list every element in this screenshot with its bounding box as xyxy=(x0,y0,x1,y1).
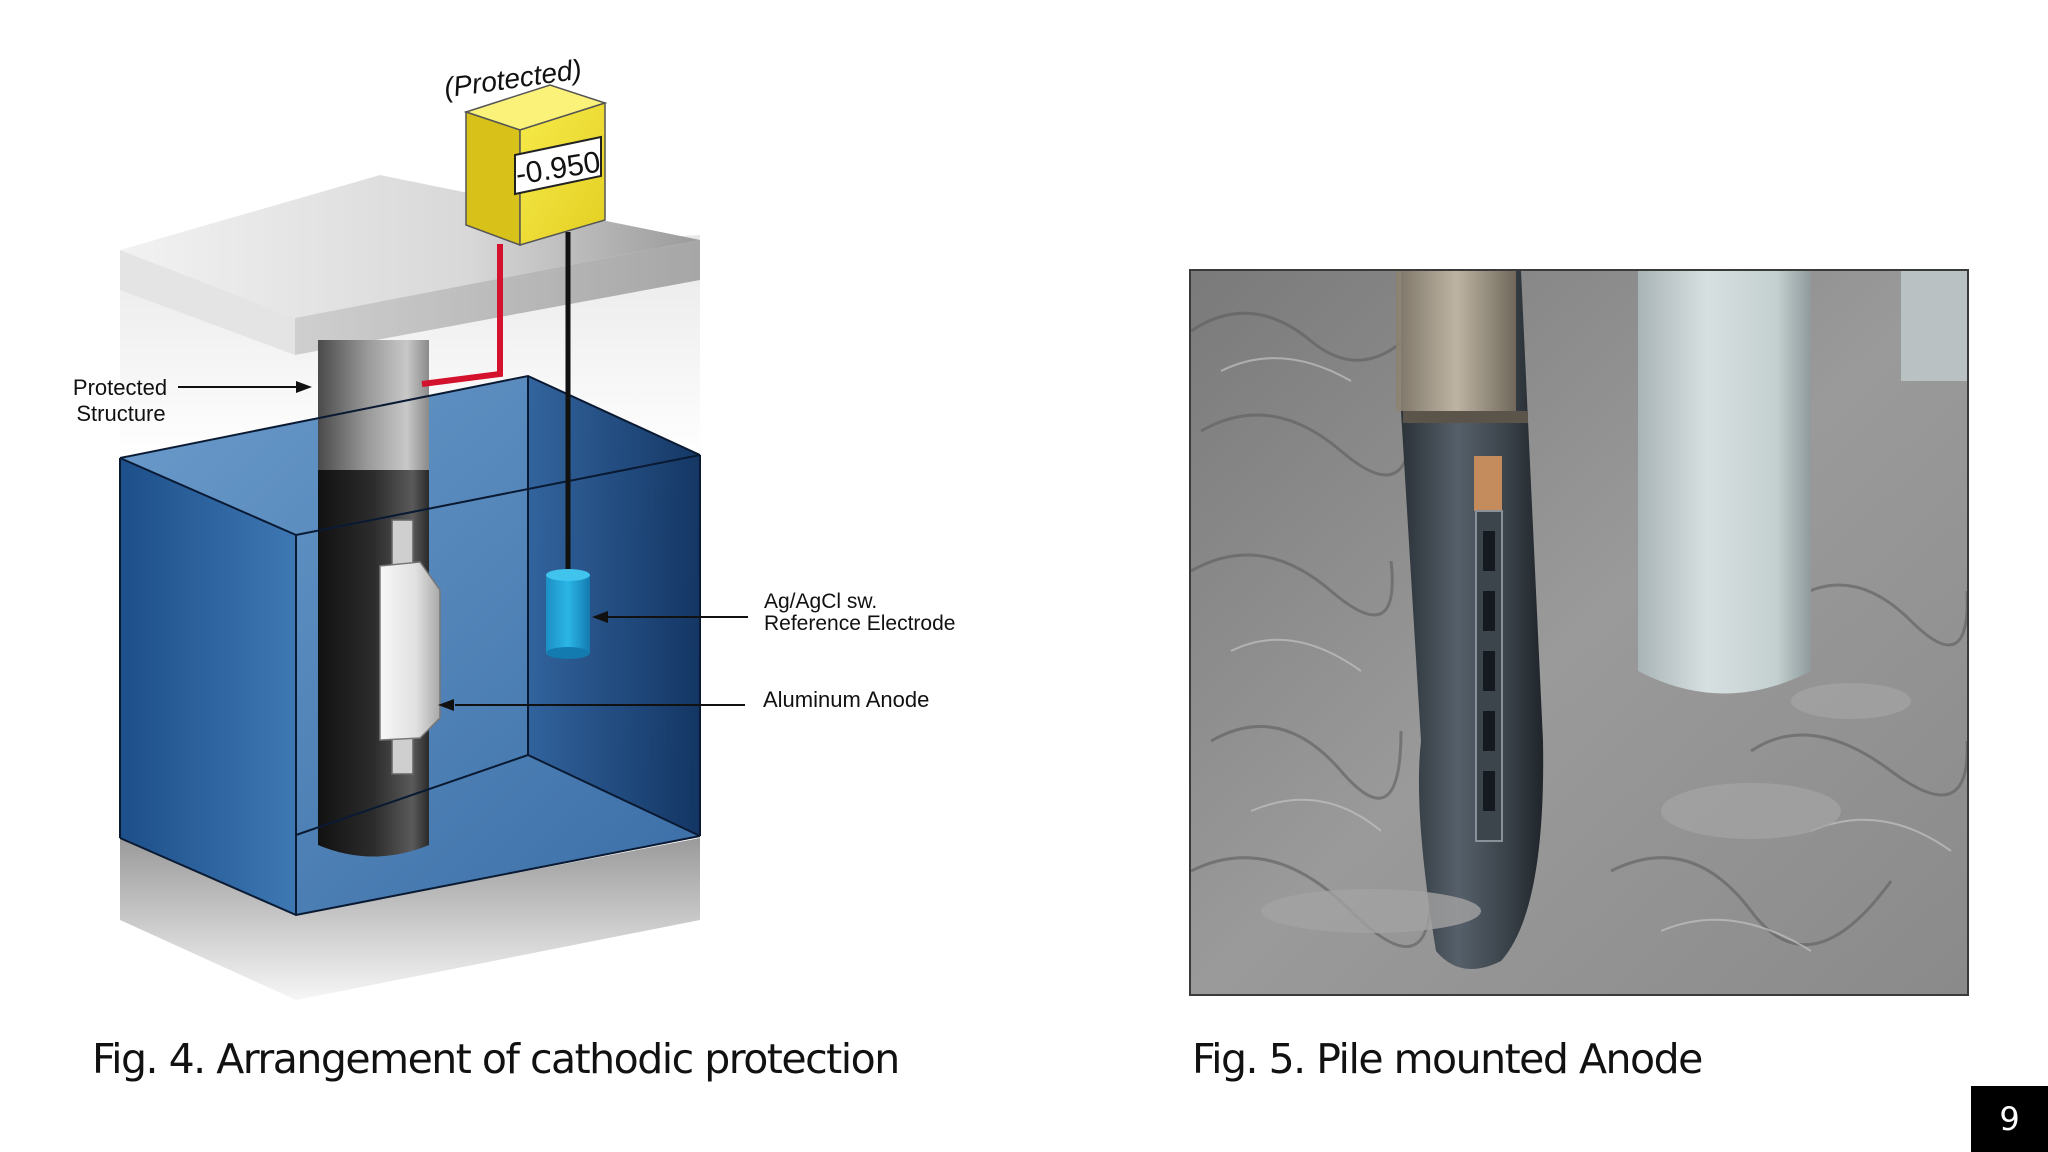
seabed-base xyxy=(120,838,700,1000)
page-number: 9 xyxy=(1971,1086,2048,1152)
red-connection-cable xyxy=(421,244,503,387)
water-left-face xyxy=(120,458,296,915)
water-right-face xyxy=(528,376,700,836)
tank-edges xyxy=(119,374,701,917)
pile-upper xyxy=(318,340,429,470)
anode-bracket xyxy=(1474,456,1502,511)
pile-top-wrap xyxy=(1396,271,1516,411)
pile-anode-body xyxy=(1475,510,1503,842)
water-puddles xyxy=(1261,683,1911,933)
structure-label-line1: Protected xyxy=(73,375,167,400)
anode-arrow xyxy=(438,699,745,711)
electrode-label-line2: Reference Electrode xyxy=(764,612,955,635)
structure-arrow xyxy=(178,381,312,393)
fig4-caption: Fig. 4. Arrangement of cathodic protecti… xyxy=(92,1035,900,1083)
wrapped-pile xyxy=(1638,271,1811,694)
anode-mount-upper xyxy=(391,519,414,567)
anode-label: Aluminum Anode xyxy=(763,687,929,712)
fig5-caption: Fig. 5. Pile mounted Anode xyxy=(1192,1035,1703,1083)
reference-electrode xyxy=(546,569,590,659)
aluminum-anode xyxy=(379,561,441,741)
cathodic-protection-diagram: -0.950 (Protected) Protected Structure A… xyxy=(73,54,955,1000)
electrode-label-line1: Ag/AgCl sw. xyxy=(764,590,877,613)
pile-anode-photo xyxy=(1189,269,1969,996)
electrode-arrow xyxy=(592,611,748,623)
deck-left xyxy=(120,250,295,355)
background-pile-right xyxy=(1901,271,1967,381)
structure-label-line2: Structure xyxy=(76,401,165,426)
voltmeter-box xyxy=(463,84,608,247)
pile-clamp-band xyxy=(1403,411,1528,423)
meter-display xyxy=(514,135,602,196)
steel-pile xyxy=(1401,271,1544,969)
